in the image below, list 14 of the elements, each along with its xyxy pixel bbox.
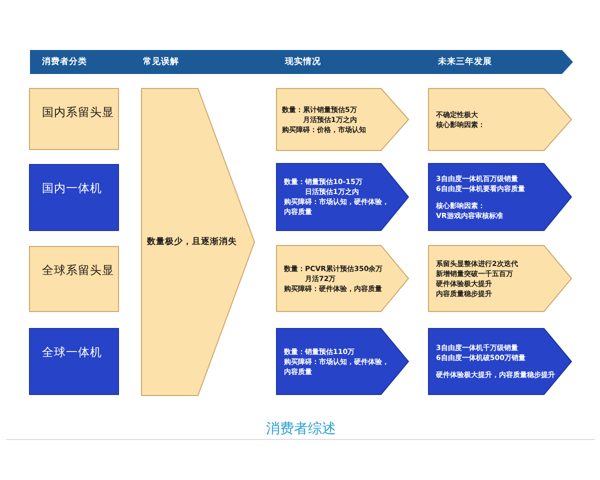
category-label: 国内系留头显 bbox=[42, 105, 114, 119]
category-card bbox=[29, 246, 119, 312]
category-card bbox=[29, 328, 119, 395]
category-card bbox=[29, 88, 119, 150]
category-label: 全球一体机 bbox=[42, 345, 102, 359]
category-label: 全球系留头显 bbox=[42, 263, 114, 277]
column-heading: 现实情况 bbox=[285, 57, 321, 67]
column-heading: 消费者分类 bbox=[42, 57, 87, 67]
misconception-text: 数量极少，且逐渐消失 bbox=[147, 236, 237, 248]
category-label: 国内一体机 bbox=[42, 181, 102, 195]
caption-text: 消费者综述 bbox=[266, 421, 336, 437]
column-heading: 常见误解 bbox=[143, 57, 179, 67]
category-card bbox=[29, 164, 119, 231]
column-heading: 未来三年发展 bbox=[438, 57, 492, 67]
